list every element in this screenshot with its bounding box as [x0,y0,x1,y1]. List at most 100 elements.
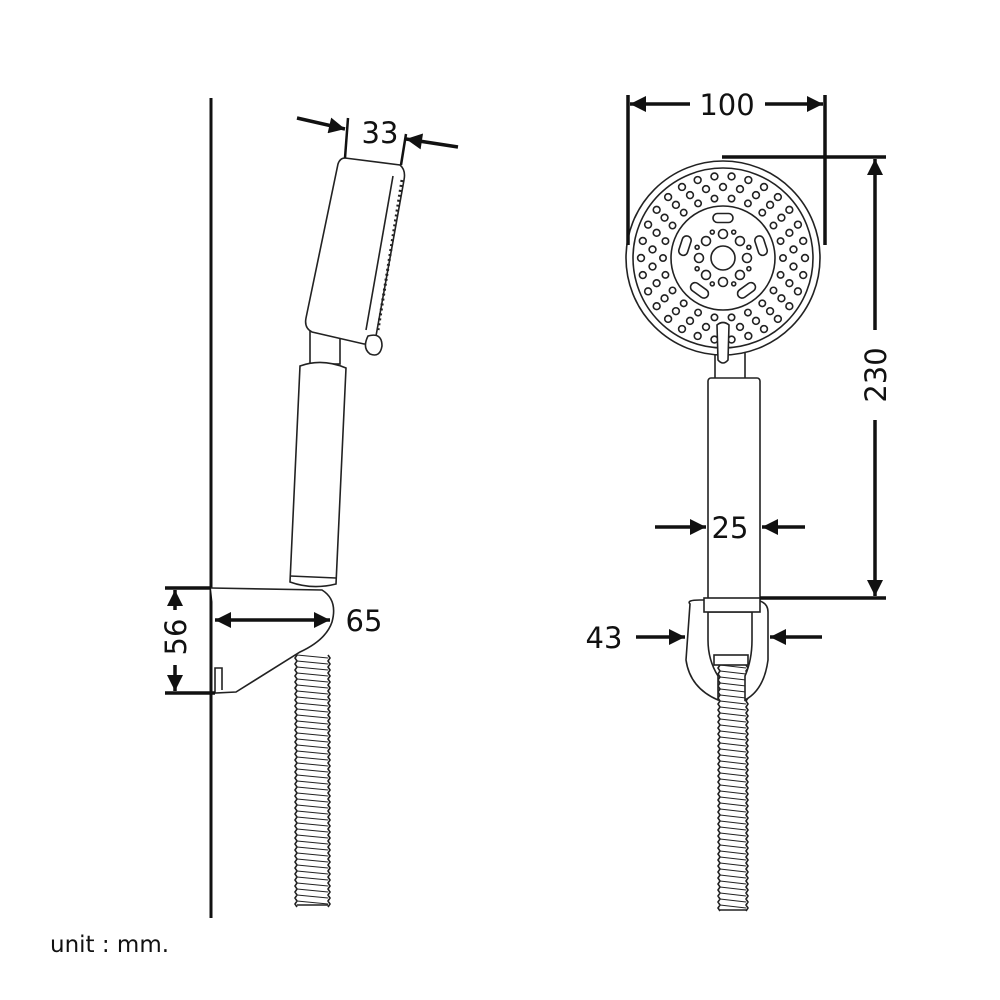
front-view [625,160,821,912]
nozzle-hole [636,253,646,263]
nozzle-hole [694,244,700,251]
nozzle-hole [743,308,752,317]
handle-side [289,361,347,588]
nozzles-side [376,179,404,331]
nozzle-hole [769,286,778,295]
nozzle-hole [789,245,798,254]
nozzle-hole [777,294,786,303]
slot-nozzle [677,235,692,257]
nozzle-hole [759,324,769,334]
holder-front [685,599,769,702]
nozzle-hole [661,237,670,246]
dim-label-100: 100 [699,88,754,122]
slot-nozzle [736,281,757,299]
nozzle-hole [660,213,669,222]
nozzle-hole [793,287,803,296]
nozzle-hole [785,278,794,288]
toggle-side [364,334,383,356]
dimension-230: 230 [722,155,893,600]
hose-side [294,654,331,908]
nozzle-hole [643,287,653,296]
nozzle-hole [746,244,752,251]
holder-collar [713,654,749,666]
nozzle-hole [685,190,695,200]
nozzle-hole [727,194,736,203]
nozzle-hole [785,301,794,311]
dimension-65: 65 [215,604,382,638]
nozzle-hole [652,301,661,311]
nozzle-hole [694,199,703,208]
nozzle-hole [679,299,688,308]
nozzle-hole [694,265,700,272]
nozzle-hole [773,314,783,324]
nozzle-hole [759,182,769,192]
dimension-43: 43 [586,621,822,655]
nozzle-hole [710,194,719,203]
nozzle-hole [660,294,669,303]
dimension-100: 100 [626,88,827,245]
head-face-line [365,175,394,331]
nozzle-hole [799,236,808,246]
nozzle-hole [668,286,677,295]
nozzle-hole [693,331,702,341]
nozzle-hole [741,252,753,264]
nozzle-hole [717,228,729,240]
toggle-front [716,321,730,364]
handle-front [707,377,761,601]
nozzle-hole [668,221,677,230]
dim-label-65: 65 [346,604,383,638]
nozzle-hole [671,306,681,316]
nozzle-hole [663,314,673,324]
nozzle-hole [652,205,661,215]
slot-nozzle [712,212,734,224]
head-side [304,157,406,345]
dimension-33: 33 [296,116,459,166]
nozzle-hole [658,254,667,263]
nozzle-hole [785,228,794,238]
nozzle-hole [789,262,798,271]
nozzle-hole [648,245,657,254]
dim-label-230: 230 [859,347,893,402]
nozzle-hole [734,235,746,247]
nozzle-hole [785,205,794,215]
nozzle-hole [793,220,803,229]
nozzle-hole [700,235,712,247]
nozzle-hole [643,220,653,229]
nozzle-hole [679,208,688,217]
nozzle-hole [730,281,737,287]
nozzle-hole [717,276,729,288]
nozzle-hole [734,269,746,281]
hose-front [717,664,749,912]
dim-label-25: 25 [712,511,749,545]
nozzle-hole [765,200,775,210]
nozzle-hole [758,299,767,308]
center-nozzle [710,245,736,271]
nozzle-hole [765,306,775,316]
nozzle-hole [718,182,728,192]
nozzle-hole [758,208,767,217]
nozzle-hole [677,324,687,334]
nozzle-holes [636,172,810,344]
nozzle-hole [800,253,810,263]
dimension-56: 56 [159,586,215,695]
nozzle-hole [710,313,719,322]
nozzle-hole [776,270,785,279]
nozzle-hole [693,252,705,264]
nozzle-hole [671,200,681,210]
nozzle-hole [777,213,786,222]
nozzle-hole [744,331,753,341]
nozzle-hole [710,172,719,181]
nozzle-hole [701,322,711,332]
nozzle-hole [735,184,745,194]
nozzle-hole [735,322,745,332]
slot-nozzle [689,281,710,299]
nozzle-hole [685,316,695,326]
nozzle-hole [776,237,785,246]
nozzle-hole [730,229,737,235]
nozzle-hole [677,182,687,192]
nozzle-hole [638,236,647,246]
nozzle-hole [661,270,670,279]
nozzle-hole [709,281,716,287]
